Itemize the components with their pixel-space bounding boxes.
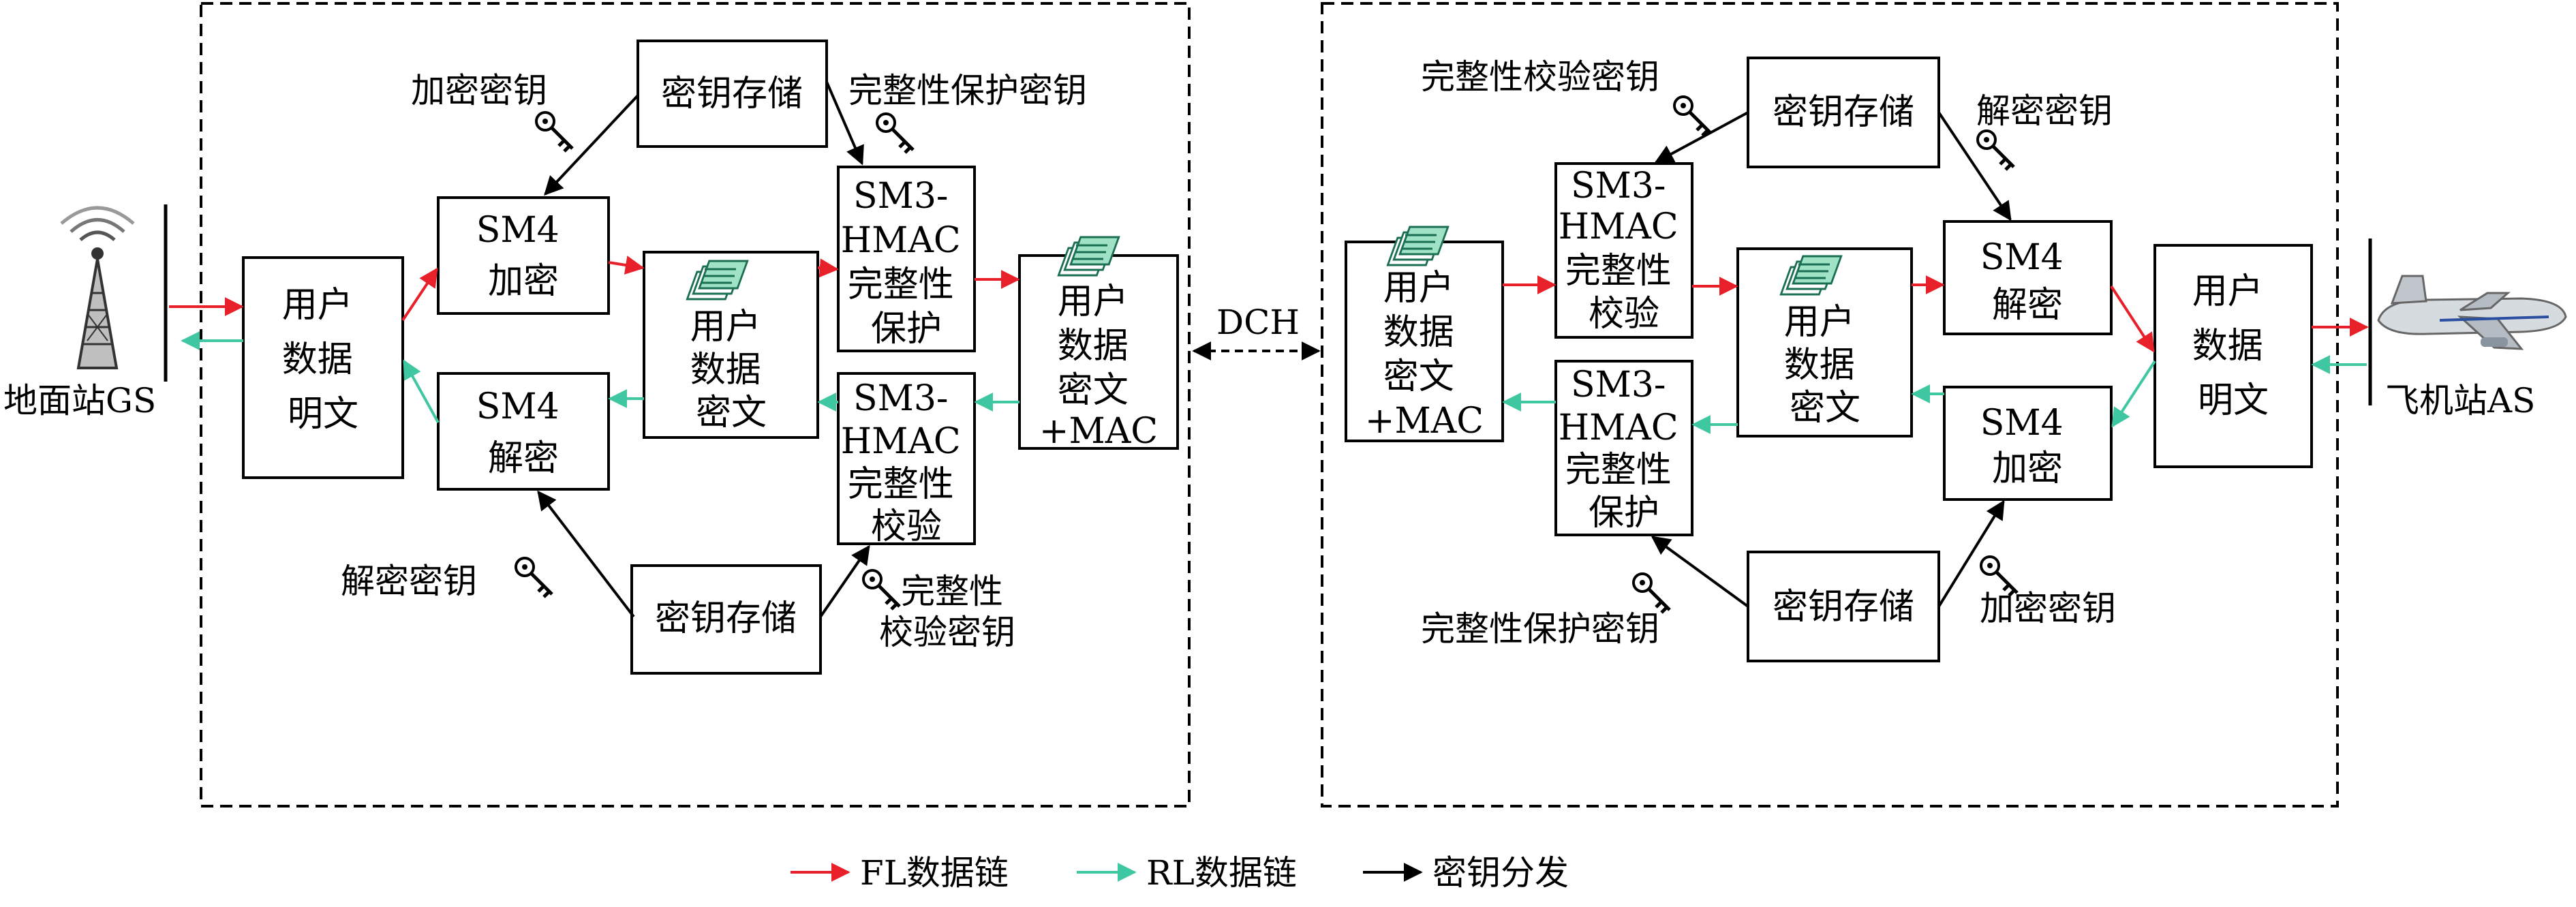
legend-key-label: 密钥分发 [1432,853,1569,893]
left-hmac-check-box [837,372,976,545]
left-integrity-check-key-label-1: 完整性 [901,572,1003,611]
left-ciphertext-label: 用户 数据 密文 [690,307,773,433]
left-integrity-protect-key-icon [877,114,913,153]
aircraft-station-label: 飞机站AS [2385,381,2535,420]
left-dec-key-label: 解密密钥 [341,562,477,601]
left-sm4-decrypt-box [437,372,610,491]
left-enc-key-label: 加密密钥 [411,71,547,110]
left-key-store-bottom-label: 密钥存储 [655,598,797,639]
right-dec-key-label: 解密密钥 [1976,91,2113,131]
right-dec-key-icon [1978,131,2014,170]
left-plaintext-box [242,256,404,479]
right-rl-arrow-2 [2111,360,2156,428]
right-integrity-protect-key-label: 完整性保护密钥 [1421,609,1659,649]
left-integrity-check-key-label-2: 校验密钥 [879,613,1015,652]
left-fl-arrow-4 [817,258,839,278]
left-key-store-top-box [637,40,828,148]
right-plaintext-label: 用户 数据 明文 [2192,271,2275,421]
right-integrity-check-key-label: 完整性校验密钥 [1421,57,1659,97]
right-key-arrow-protect [1651,536,1749,608]
legend: FL数据链 RL数据链 密钥分发 [791,853,1569,893]
dch-label: DCH [1216,303,1300,342]
left-cipher-mac-label: 用户 数据 密文 +MAC [1039,281,1158,452]
right-fl-arrow-4 [2110,285,2155,353]
legend-rl-label: RL数据链 [1146,853,1297,893]
right-ciphertext-label: 用户 数据 密文 [1784,302,1867,429]
left-rl-arrow-4 [403,359,440,423]
right-cipher-mac-box [1345,241,1504,442]
left-sm4-encrypt-box [437,196,610,315]
right-key-store-top-label: 密钥存储 [1773,92,1914,133]
right-key-store-top-box [1747,57,1940,168]
right-plaintext-box [2153,244,2313,468]
right-sm4-decrypt-box [1943,220,2113,335]
left-key-store-bottom-box [630,564,822,675]
right-hmac-protect-box [1554,360,1693,536]
left-integrity-protect-key-label: 完整性保护密钥 [848,71,1087,110]
left-sm4-decrypt-label: SM4 解密 [476,386,570,479]
legend-fl-label: FL数据链 [860,853,1009,893]
right-sm4-encrypt-box [1943,386,2113,501]
left-dec-key-icon [516,558,552,597]
left-enc-key-icon [536,112,572,151]
ground-station-label: 地面站GS [3,381,156,420]
right-key-arrow-dec [1937,111,2012,221]
left-key-arrow-dec [537,490,635,618]
right-integrity-check-key-icon [1674,97,1711,136]
right-hmac-check-label: SM3- HMAC 完整性 校验 [1559,166,1689,335]
right-enc-key-label: 加密密钥 [1980,589,2116,628]
left-cipher-mac-box [1018,254,1179,450]
left-key-arrow-enc [544,94,639,196]
left-fl-arrow-3 [608,256,645,275]
left-key-arrow-check [819,544,870,618]
right-key-arrow-check [1654,111,1749,164]
right-hmac-check-box [1554,162,1693,339]
right-sm4-encrypt-label: SM4 加密 [1980,403,2074,489]
antenna-tower-icon [60,206,135,369]
right-key-arrow-enc [1937,499,2005,608]
left-hmac-protect-label: SM3- HMAC 完整性 保护 [841,176,972,350]
aircraft-station-panel [1321,2,2339,808]
left-plaintext-label: 用户 数据 明文 [282,285,365,435]
left-key-arrow-protect [825,81,864,166]
left-fl-arrow-2 [401,267,438,322]
left-sm4-encrypt-label: SM4 加密 [476,210,570,302]
right-integrity-protect-key-icon [1634,574,1670,613]
left-hmac-check-label: SM3- HMAC 完整性 校验 [841,378,972,547]
right-hmac-protect-label: SM3- HMAC 完整性 保护 [1559,365,1689,534]
right-cipher-mac-label: 用户 数据 密文 +MAC [1365,268,1484,442]
left-integrity-check-key-icon [863,570,900,609]
left-key-store-top-label: 密钥存储 [661,74,803,114]
airplane-icon [2377,275,2567,350]
right-key-store-bottom-label: 密钥存储 [1773,587,1914,628]
right-sm4-decrypt-label: SM4 解密 [1980,237,2074,326]
